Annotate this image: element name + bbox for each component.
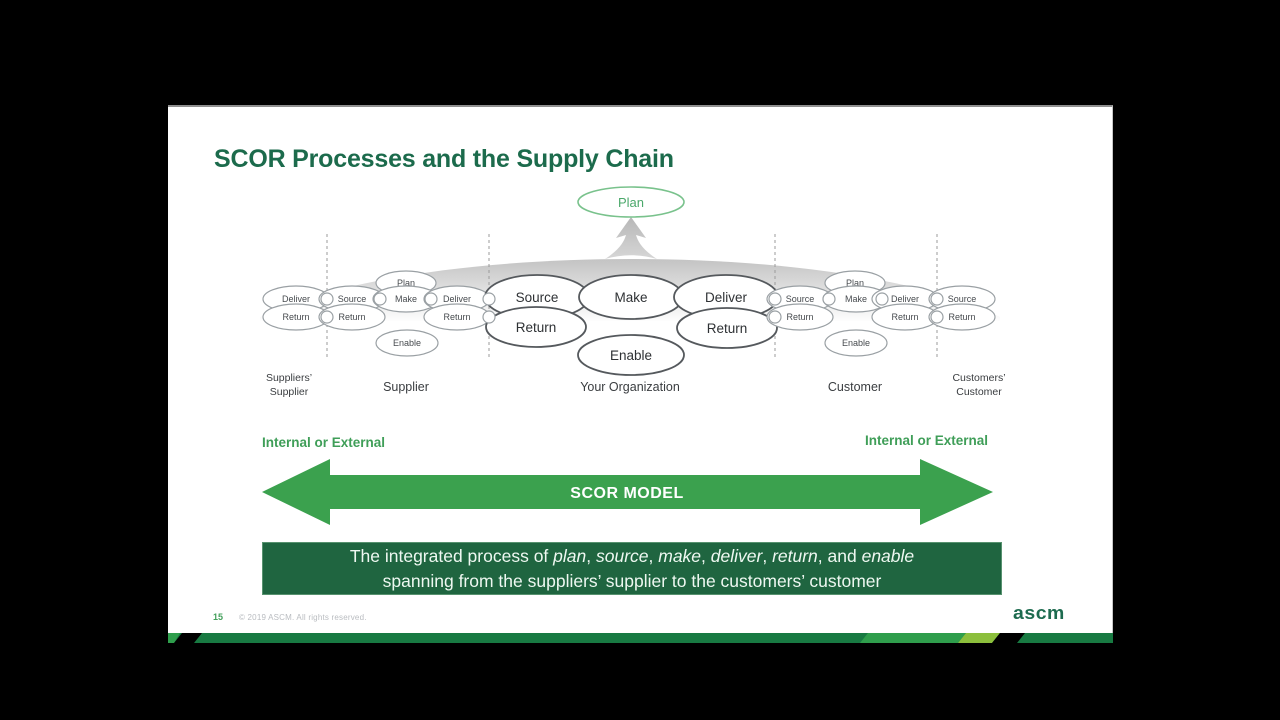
ellipse-org-deliver: Deliver bbox=[673, 274, 779, 320]
internal-external-label-right: Internal or External bbox=[865, 433, 988, 448]
slide-title: SCOR Processes and the Supply Chain bbox=[214, 145, 674, 173]
svg-text:Enable: Enable bbox=[393, 338, 421, 348]
bar-black-segment-left bbox=[174, 633, 202, 643]
svg-text:Return: Return bbox=[338, 312, 365, 322]
caption-text: , and bbox=[817, 546, 862, 566]
caption-text: , bbox=[701, 546, 711, 566]
caption-word-deliver: deliver bbox=[710, 546, 763, 566]
svg-text:Deliver: Deliver bbox=[891, 294, 919, 304]
svg-text:Return: Return bbox=[786, 312, 813, 322]
svg-text:Enable: Enable bbox=[610, 348, 652, 363]
bottom-accent-bar bbox=[168, 633, 1113, 643]
bar-green-sliver bbox=[168, 633, 180, 643]
ellipse-org-return-a: Return bbox=[485, 306, 587, 348]
section-label-suppliers-supplier: Suppliers’ Supplier bbox=[266, 372, 312, 398]
copyright-text: © 2019 ASCM. All rights reserved. bbox=[239, 613, 367, 622]
svg-text:Customer: Customer bbox=[956, 386, 1002, 398]
svg-text:Plan: Plan bbox=[618, 195, 644, 210]
scor-supply-chain-diagram: Plan Deliver Return Source Return Plan bbox=[260, 186, 1006, 525]
ellipse-cc-return: Return bbox=[928, 303, 996, 331]
connector-circles bbox=[320, 292, 944, 324]
ellipse-customer-enable: Enable bbox=[824, 329, 888, 357]
ellipse-org-make: Make bbox=[578, 274, 684, 320]
scor-model-arrow bbox=[262, 459, 993, 525]
presentation-slide: SCOR Processes and the Supply Chain Plan bbox=[168, 105, 1113, 643]
ellipse-supplier-return-a: Return bbox=[318, 303, 386, 331]
ellipse-customer-return-b: Return bbox=[871, 303, 939, 331]
svg-text:Suppliers’: Suppliers’ bbox=[266, 372, 312, 384]
svg-text:Plan: Plan bbox=[397, 278, 415, 288]
bar-dark-green bbox=[168, 633, 1113, 643]
internal-external-label-left: Internal or External bbox=[262, 435, 385, 450]
svg-text:Deliver: Deliver bbox=[443, 294, 471, 304]
svg-text:Return: Return bbox=[282, 312, 309, 322]
caption-word-make: make bbox=[658, 546, 702, 566]
svg-text:Return: Return bbox=[891, 312, 918, 322]
svg-text:Make: Make bbox=[845, 294, 867, 304]
section-label-customer: Customer bbox=[828, 380, 882, 394]
bar-medium-green-segment bbox=[860, 633, 966, 643]
section-label-customers-customer: Customers’ Customer bbox=[952, 372, 1005, 398]
ellipse-ss-return: Return bbox=[262, 303, 330, 331]
svg-text:Make: Make bbox=[614, 290, 647, 305]
svg-text:Source: Source bbox=[948, 294, 977, 304]
svg-text:Make: Make bbox=[395, 294, 417, 304]
caption-line-2: spanning from the suppliers’ supplier to… bbox=[382, 571, 882, 591]
svg-text:Return: Return bbox=[443, 312, 470, 322]
caption-box: The integrated process of plan, source , … bbox=[262, 542, 1002, 595]
caption-word-enable: enable bbox=[861, 546, 915, 566]
svg-text:Source: Source bbox=[516, 290, 559, 305]
svg-text:Customers’: Customers’ bbox=[952, 372, 1005, 384]
svg-text:Source: Source bbox=[786, 294, 815, 304]
caption-text: , bbox=[586, 546, 596, 566]
svg-text:Enable: Enable bbox=[842, 338, 870, 348]
section-label-your-organization: Your Organization bbox=[580, 380, 680, 394]
ellipse-org-enable: Enable bbox=[577, 334, 685, 376]
svg-text:Plan: Plan bbox=[846, 278, 864, 288]
section-label-supplier: Supplier bbox=[383, 380, 429, 394]
ellipse-top-plan: Plan bbox=[577, 186, 685, 218]
svg-text:Return: Return bbox=[948, 312, 975, 322]
bar-black-segment-right bbox=[992, 633, 1025, 643]
ellipse-supplier-return-b: Return bbox=[423, 303, 491, 331]
svg-text:Deliver: Deliver bbox=[705, 290, 748, 305]
page-number: 15 bbox=[213, 612, 224, 622]
caption-text: , bbox=[648, 546, 659, 566]
scor-model-arrow-label: SCOR MODEL bbox=[570, 485, 683, 502]
bar-lime-segment bbox=[958, 633, 1000, 643]
svg-text:Deliver: Deliver bbox=[282, 294, 310, 304]
caption-text: , bbox=[762, 546, 773, 566]
ellipse-org-return-b: Return bbox=[676, 307, 778, 349]
caption-line-1: The integrated process of plan, source , … bbox=[263, 544, 1001, 569]
caption-word-return: return bbox=[772, 546, 818, 566]
ascm-logo: ascm bbox=[1013, 603, 1065, 623]
caption-word-plan: plan bbox=[553, 546, 587, 566]
svg-text:Return: Return bbox=[707, 321, 748, 336]
ellipse-customer-return-a: Return bbox=[766, 303, 834, 331]
ellipse-supplier-enable: Enable bbox=[375, 329, 439, 357]
svg-text:Supplier: Supplier bbox=[270, 386, 309, 398]
ellipse-org-source: Source bbox=[484, 274, 590, 320]
svg-text:Return: Return bbox=[516, 320, 557, 335]
caption-word-source: source bbox=[595, 546, 649, 566]
plan-arrow-funnel bbox=[605, 217, 657, 259]
svg-text:Source: Source bbox=[338, 294, 367, 304]
caption-text: The integrated process of bbox=[349, 546, 554, 566]
